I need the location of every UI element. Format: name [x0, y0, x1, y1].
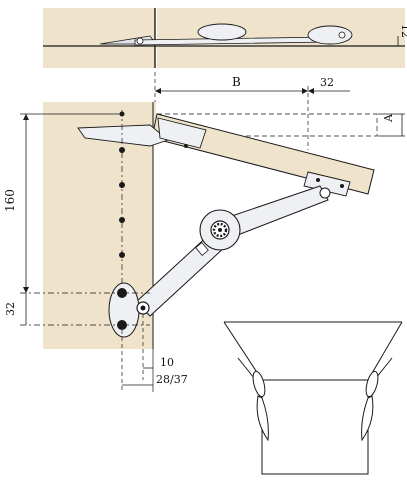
dim-28-37-text: 28/37 — [156, 373, 188, 386]
mount-holes — [119, 147, 125, 258]
top-view: 12 — [43, 8, 407, 68]
pictogram-right-door — [367, 321, 403, 381]
top-view-mount-plate — [307, 25, 353, 45]
top-hinge — [77, 124, 169, 147]
door-mount-plate — [303, 171, 351, 197]
pictogram-left-hinge — [252, 370, 266, 398]
dim-32-left-text: 32 — [4, 302, 17, 316]
cabinet-pictogram — [223, 321, 403, 475]
screw-icon — [338, 31, 346, 39]
pictogram-body — [261, 379, 369, 475]
screw-icon — [136, 37, 144, 45]
dim-160-text: 160 — [3, 189, 17, 212]
screw-icon — [316, 178, 320, 182]
cabinet-top-panel — [43, 102, 156, 129]
side-view: A — [20, 102, 405, 349]
pictogram-left-arm — [256, 395, 269, 442]
dim-32-top-text: 32 — [320, 76, 334, 89]
upper-arm-pivot — [319, 187, 331, 199]
hole — [119, 147, 125, 153]
dim-a-text: A — [382, 113, 395, 123]
pictogram-right-arm — [361, 395, 374, 442]
screw-icon — [184, 144, 188, 148]
dim-b-group: B 32 — [154, 72, 350, 150]
base-pivot-center — [140, 305, 146, 311]
door-hinge-plate — [157, 117, 207, 149]
left-dims: 160 32 — [3, 114, 29, 325]
dim-b-text: B — [232, 75, 241, 89]
pictogram-right-hinge — [365, 370, 379, 398]
bottom-dims: 10 28/37 — [121, 314, 188, 392]
dim-10-text: 10 — [160, 356, 174, 369]
arm-latch — [195, 242, 209, 256]
top-view-gear-housing — [197, 23, 247, 41]
screw-icon — [340, 184, 344, 188]
gear-icon — [210, 220, 230, 240]
hole — [119, 252, 125, 258]
hole — [119, 182, 125, 188]
pictogram-left-door — [223, 321, 263, 381]
dim-12-text: 12 — [399, 24, 407, 38]
hole — [119, 217, 125, 223]
